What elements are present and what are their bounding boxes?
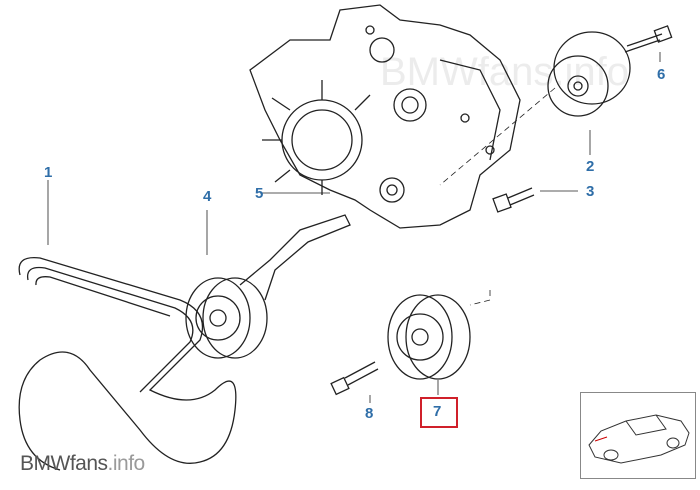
watermark-brand: BMW	[20, 452, 70, 475]
watermark-mid: fans	[69, 452, 108, 475]
engine-front-cover	[249, 4, 521, 229]
drive-belt-part-1	[18, 180, 237, 471]
car-icon	[588, 414, 690, 464]
watermark: BMWfans.info	[20, 452, 145, 476]
part-label-4[interactable]: 4	[203, 188, 212, 205]
highlight-box	[420, 397, 458, 428]
part-label-2[interactable]: 2	[586, 158, 595, 175]
part-label-1[interactable]: 1	[44, 164, 53, 181]
part-label-3[interactable]: 3	[586, 183, 595, 200]
part-label-7[interactable]: 7	[433, 403, 442, 420]
tensioner-part-2	[439, 31, 631, 186]
bolt-part-8	[330, 361, 379, 403]
idler-pulley-part-7	[387, 290, 491, 395]
part-label-6[interactable]: 6	[657, 66, 666, 83]
vehicle-thumbnail	[580, 392, 696, 479]
part-label-8[interactable]: 8	[365, 405, 374, 422]
watermark-suffix: .info	[107, 452, 146, 475]
idler-pulley-part-4	[185, 210, 351, 359]
bolt-part-6	[624, 25, 673, 62]
bolt-part-3	[492, 187, 578, 213]
part-label-5[interactable]: 5	[255, 185, 264, 202]
